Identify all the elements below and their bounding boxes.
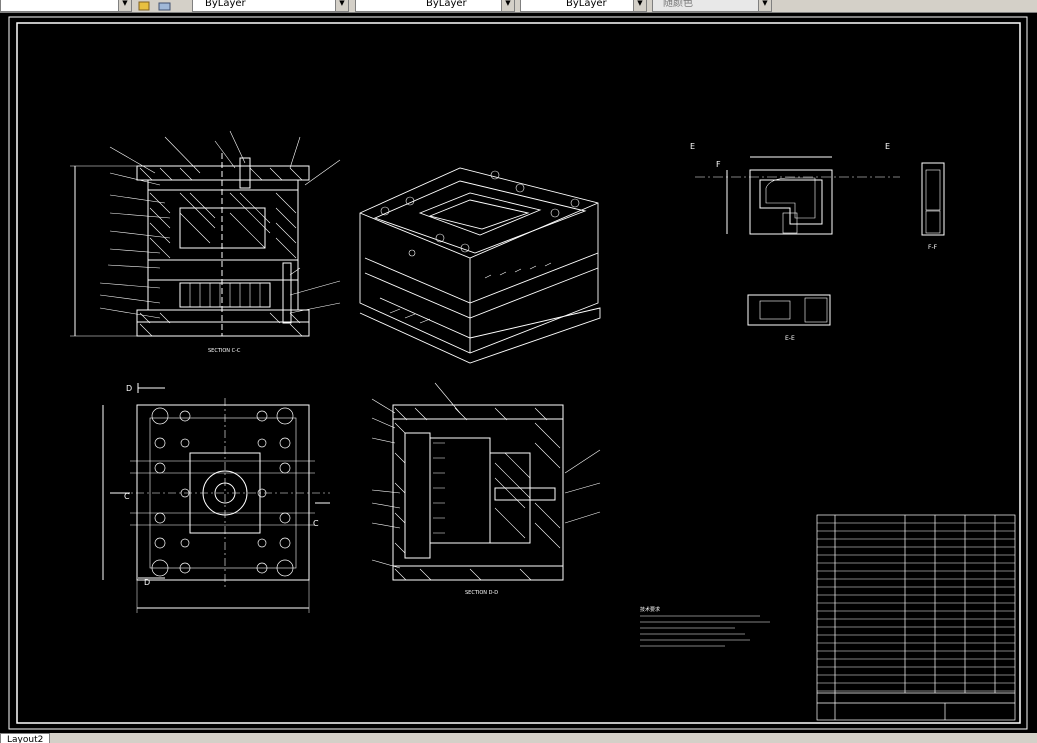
color-dropdown[interactable]: ByLayer ▼: [192, 0, 349, 12]
technical-notes: [640, 615, 770, 647]
layout-tab-bar: Layout2: [0, 733, 1037, 743]
tab-layout2[interactable]: Layout2: [0, 733, 51, 743]
isometric-view: [359, 167, 601, 364]
lineweight-dropdown[interactable]: ByLayer ▼: [520, 0, 647, 12]
layer-previous-icon[interactable]: [158, 0, 172, 11]
cut-marker-c-right: C: [313, 519, 319, 528]
plan-view: [102, 383, 330, 613]
part-top-view-ee: [747, 294, 831, 326]
part-front-view: [695, 156, 900, 235]
section-cc-view: [70, 130, 341, 337]
color-value: ByLayer: [205, 0, 246, 9]
linetype-value: ByLayer: [426, 0, 467, 9]
plotstyle-dropdown[interactable]: 随颜色 ▼: [652, 0, 772, 12]
chevron-down-icon[interactable]: ▼: [758, 0, 771, 11]
cut-marker-d-bottom: D: [144, 578, 150, 587]
chevron-down-icon[interactable]: ▼: [501, 0, 514, 11]
sheet-inner-border: [16, 22, 1021, 724]
properties-toolbar: ▼ ByLayer ▼ ByLayer ▼ ByLayer ▼ 随颜色 ▼: [0, 0, 1037, 13]
part-side-view-ff: [921, 162, 945, 236]
cut-marker-d-top: D: [126, 384, 132, 393]
bom-table: [816, 514, 1016, 721]
chevron-down-icon[interactable]: ▼: [633, 0, 646, 11]
plotstyle-value: 随颜色: [663, 0, 693, 9]
cut-marker-e-left: E: [690, 142, 695, 151]
chevron-down-icon[interactable]: ▼: [335, 0, 348, 11]
layer-dropdown[interactable]: ▼: [0, 0, 132, 12]
linetype-dropdown[interactable]: ByLayer ▼: [355, 0, 515, 12]
lineweight-value: ByLayer: [566, 0, 607, 9]
cut-marker-e-right: E: [885, 142, 890, 151]
cut-marker-f: F: [716, 160, 721, 169]
chevron-down-icon[interactable]: ▼: [118, 0, 131, 11]
cut-marker-c-left: C: [124, 492, 130, 501]
section-dd-label: SECTION D-D: [465, 590, 498, 596]
view-ee-label: E-E: [785, 335, 795, 342]
cad-drawing: SECTION C-C SECTION D-D F-F E-E E E F D …: [8, 16, 1028, 730]
section-dd-view: [371, 382, 601, 581]
drawing-canvas[interactable]: SECTION C-C SECTION D-D F-F E-E E E F D …: [0, 13, 1037, 733]
section-cc-label: SECTION C-C: [208, 348, 241, 354]
view-ff-label: F-F: [928, 244, 938, 251]
sheet-outer-border: [8, 16, 1028, 730]
technical-notes-title: 技术要求: [640, 606, 660, 613]
layer-state-icon[interactable]: [138, 0, 152, 11]
